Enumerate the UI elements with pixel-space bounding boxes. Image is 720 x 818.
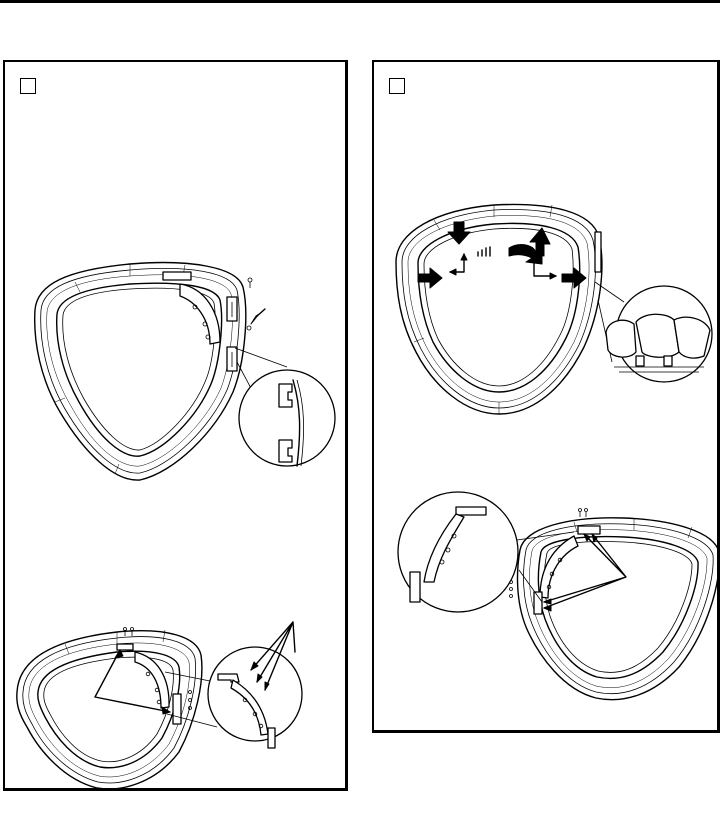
diagram-left [16,261,336,790]
door-ring-figure-1 [34,261,336,481]
header-rule [0,0,720,3]
instruction-panel-left [3,60,348,791]
diagram-right [395,203,720,701]
door-ring-figure-2 [16,621,303,790]
step-checkbox [389,78,405,94]
instruction-panel-right [372,60,720,733]
door-ring-figure-4 [397,491,720,701]
door-ring-figure-3 [395,203,713,415]
step-checkbox [20,78,36,94]
